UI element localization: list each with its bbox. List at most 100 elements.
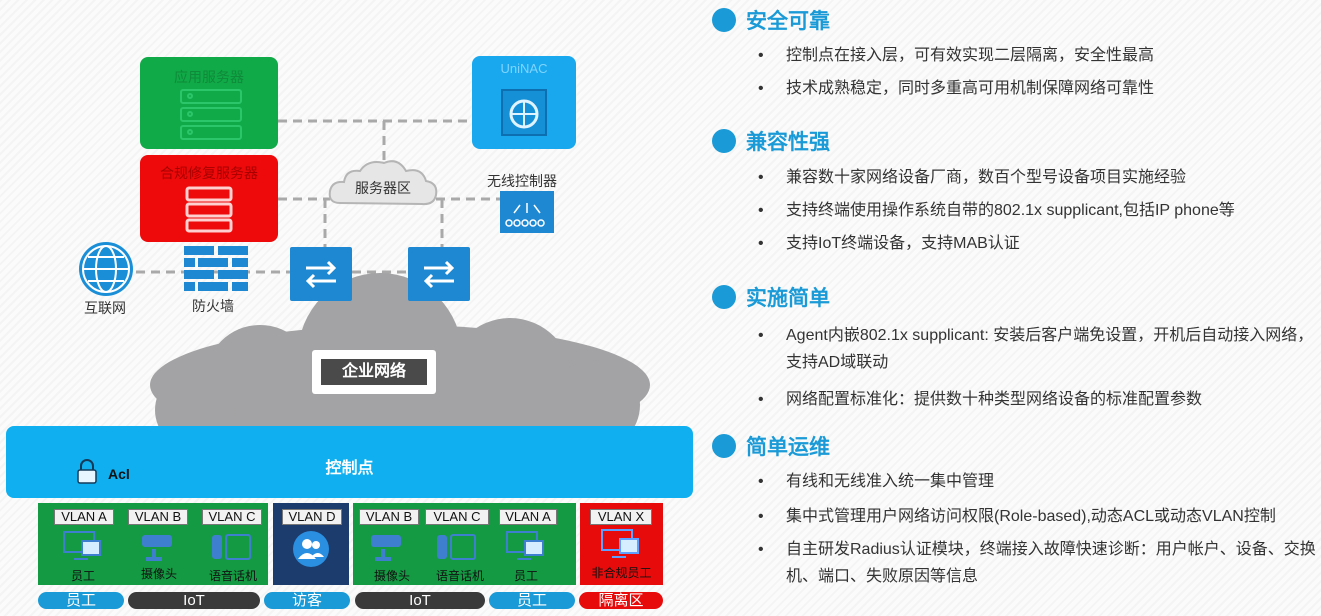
guest-users-icon [293, 531, 329, 567]
bullet-item: • 集中式管理用户网络访问权限(Role-based),动态ACL或动态VLAN控… [758, 503, 1313, 530]
switch-icon [290, 247, 352, 301]
bullet-dot: • [758, 473, 764, 490]
section-title-simple-ops: 简单运维 [712, 431, 830, 461]
vlan-group-iot-staff: VLAN B VLAN C VLAN A 摄像头 语音话机 员工 [353, 503, 576, 585]
control-point-bar: 控制点 Acl [6, 426, 693, 498]
pc-icon [601, 529, 639, 558]
bullet-text: 自主研发Radius认证模块，终端接入故障快速诊断：用户帐户、设备、交换机、端口… [786, 541, 1316, 585]
bullet-dot: • [758, 80, 764, 97]
vlan-group-staff-iot: VLAN A VLAN B VLAN C 员工 摄像头 语音话机 [38, 503, 268, 585]
section-title-text: 安全可靠 [746, 10, 830, 33]
control-point-label: 控制点 [325, 460, 374, 477]
bullet-dot: • [758, 391, 764, 408]
internet-label: 互联网 [84, 300, 126, 316]
section-title-text: 兼容性强 [746, 131, 830, 154]
bullet-text: 技术成熟稳定，同时多重高可用机制保障网络可靠性 [786, 80, 1155, 97]
firewall-icon [184, 246, 248, 291]
zone-pill: IoT [355, 592, 485, 609]
device-label: 非合规员工 [591, 566, 652, 580]
diagram-connectors [136, 119, 500, 274]
vlan-tag: VLAN B [128, 509, 188, 525]
bullet-item: • 控制点在接入层，可有效实现二层隔离，安全性最高 [758, 42, 1313, 69]
bullet-item: • 技术成熟稳定，同时多重高可用机制保障网络可靠性 [758, 75, 1313, 102]
vlan-tag: VLAN A [499, 509, 557, 525]
wireless-controller-icon [500, 191, 554, 233]
server-icon [185, 186, 233, 233]
device-label: 员工 [70, 569, 95, 583]
pc-icon [506, 531, 544, 560]
bullet-item: • 支持终端使用操作系统自带的802.1x supplicant,包括IP pho… [758, 197, 1313, 224]
zone-pill: 员工 [38, 592, 124, 609]
compliance-server-box: 合规修复服务器 [140, 155, 278, 242]
uninac-label: UniNAC [500, 61, 548, 76]
zone-pill: 访客 [264, 592, 350, 609]
section-title-security: 安全可靠 [712, 5, 830, 35]
shield-icon [501, 89, 547, 136]
globe-icon [79, 242, 133, 296]
bullet-item: • Agent内嵌802.1x supplicant: 安装后客户端免设置，开机后… [758, 322, 1313, 376]
bullet-text: 支持终端使用操作系统自带的802.1x supplicant,包括IP phon… [786, 202, 1235, 219]
section-title-simple-deploy: 实施简单 [712, 282, 830, 312]
section-bullet-circle [712, 285, 736, 309]
section-bullet-circle [712, 434, 736, 458]
enterprise-network-label: 企业网络 [321, 359, 427, 385]
vlan-group-guest: VLAN D [273, 503, 349, 585]
vlan-tag: VLAN D [282, 509, 342, 525]
enterprise-network-frame: 企业网络 [312, 350, 436, 394]
vlan-tag: VLAN A [54, 509, 114, 525]
section-title-text: 简单运维 [746, 436, 830, 459]
switch-icon [408, 247, 470, 301]
bullet-text: 有线和无线准入统一集中管理 [786, 473, 995, 490]
bullet-dot: • [758, 235, 764, 252]
bullet-item: • 自主研发Radius认证模块，终端接入故障快速诊断：用户帐户、设备、交换机、端… [758, 536, 1316, 590]
wireless-controller-label: 无线控制器 [487, 173, 557, 189]
phone-icon [212, 534, 251, 560]
lock-icon [77, 459, 97, 484]
vlan-tag: VLAN B [359, 509, 419, 525]
firewall-label: 防火墙 [192, 298, 234, 314]
camera-icon [142, 535, 172, 561]
section-bullet-circle [712, 129, 736, 153]
zone-pill: 隔离区 [579, 592, 663, 609]
device-label: 员工 [513, 569, 538, 583]
bullet-item: • 网络配置标准化：提供数十种类型网络设备的标准配置参数 [758, 386, 1313, 413]
device-label: 摄像头 [373, 569, 410, 583]
bullet-text: Agent内嵌802.1x supplicant: 安装后客户端免设置，开机后自… [786, 327, 1314, 371]
bullet-item: • 支持IoT终端设备，支持MAB认证 [758, 230, 1313, 257]
app-server-label: 应用服务器 [174, 69, 244, 85]
device-label: 摄像头 [140, 567, 177, 581]
compliance-server-label: 合规修复服务器 [160, 165, 258, 181]
bullet-dot: • [758, 327, 764, 344]
bullet-dot: • [758, 169, 764, 186]
bullet-dot: • [758, 202, 764, 219]
vlan-tag: VLAN X [590, 509, 652, 525]
bullet-dot: • [758, 47, 764, 64]
device-label: 语音话机 [435, 569, 484, 583]
phone-icon [437, 534, 476, 560]
section-bullet-circle [712, 8, 736, 32]
bullet-dot: • [758, 508, 764, 525]
bullet-text: 网络配置标准化：提供数十种类型网络设备的标准配置参数 [786, 391, 1203, 408]
bullet-item: • 兼容数十家网络设备厂商，数百个型号设备项目实施经验 [758, 164, 1313, 191]
camera-icon [371, 535, 401, 561]
bullet-dot: • [758, 541, 764, 558]
zone-pill: IoT [128, 592, 260, 609]
uninac-box: UniNAC [472, 56, 576, 149]
section-title-compatibility: 兼容性强 [712, 126, 830, 156]
bullet-text: 控制点在接入层，可有效实现二层隔离，安全性最高 [786, 47, 1155, 64]
bullet-text: 兼容数十家网络设备厂商，数百个型号设备项目实施经验 [786, 169, 1187, 186]
acl-label: Acl [108, 466, 130, 482]
vlan-group-isolation: VLAN X 非合规员工 [580, 503, 663, 585]
bullet-item: • 有线和无线准入统一集中管理 [758, 468, 1313, 495]
enterprise-cloud [150, 273, 650, 440]
vlan-tag: VLAN C [425, 509, 489, 525]
app-server-box: 应用服务器 [140, 57, 278, 149]
section-title-text: 实施简单 [746, 287, 830, 310]
bullet-text: 集中式管理用户网络访问权限(Role-based),动态ACL或动态VLAN控制 [786, 508, 1276, 525]
device-label: 语音话机 [208, 569, 257, 583]
service-cloud-label: 服务器区 [355, 180, 411, 196]
bullet-text: 支持IoT终端设备，支持MAB认证 [786, 235, 1020, 252]
pc-icon [63, 531, 101, 560]
server-rack-icon [180, 89, 242, 140]
service-cloud-icon [328, 160, 438, 206]
